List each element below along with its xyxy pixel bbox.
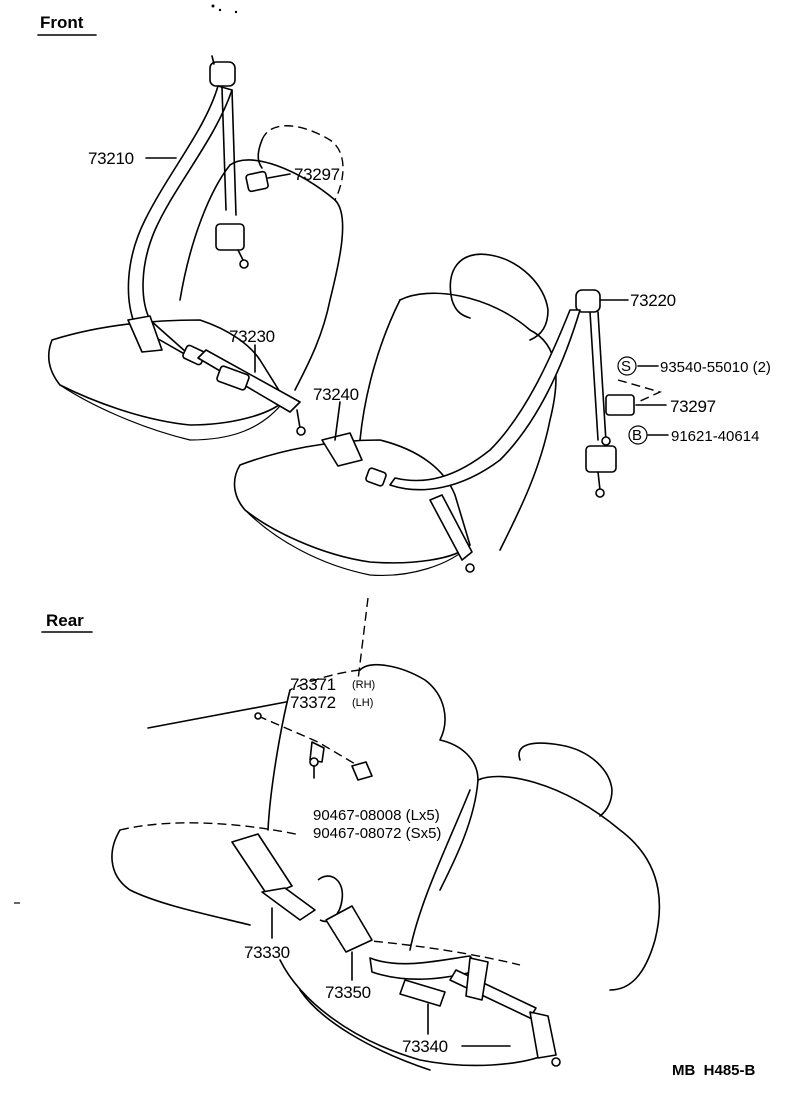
marker-s: S — [621, 358, 631, 375]
front-right-lap-belt — [429, 494, 473, 561]
front-left-retractor — [215, 223, 245, 251]
label-73330: 73330 — [244, 943, 290, 962]
marker-s-circle — [617, 356, 637, 376]
rear-cushion-front — [279, 959, 546, 1067]
rear-belt-assembly — [231, 833, 561, 1067]
front-right-retractor — [585, 445, 617, 473]
marker-b-circle — [628, 425, 648, 445]
label-73297-right: 73297 — [670, 397, 716, 416]
label-90467-08008: 90467-08008 (Lx5) — [313, 807, 440, 824]
speck — [211, 4, 215, 8]
rear-clip — [351, 761, 373, 781]
front-right-cover-73297 — [605, 394, 635, 416]
label-73297-left: 73297 — [294, 165, 340, 184]
speck — [218, 8, 222, 12]
rear-right-seatback — [477, 775, 661, 991]
front-right-belt-assembly — [321, 289, 635, 573]
front-left-belt-webbing — [127, 85, 233, 361]
label-73371-side: (RH) — [352, 679, 375, 691]
label-90467-08072: 90467-08072 (Sx5) — [313, 825, 441, 842]
rear-seat — [111, 664, 661, 1071]
label-73372: 73372 — [290, 693, 336, 712]
front-section-title: Front — [40, 13, 84, 32]
front-left-buckle — [127, 315, 163, 353]
rear-section-title: Rear — [46, 611, 84, 630]
rear-center-buckle-73350 — [325, 905, 373, 953]
front-right-seat — [233, 253, 557, 577]
marker-b: B — [632, 427, 642, 444]
rear-right-buckle-73340 — [399, 979, 446, 1007]
front-left-headrest — [261, 125, 344, 201]
label-91621-40614: 91621-40614 — [671, 428, 759, 445]
front-right-buckle-73240 — [321, 432, 363, 467]
front-left-belt-assembly — [127, 55, 306, 436]
front-right-anchor-top — [575, 289, 601, 313]
rear-left-seatback — [359, 664, 479, 891]
label-73240: 73240 — [313, 385, 359, 404]
front-section: Front — [37, 13, 771, 577]
label-73371: 73371 — [290, 675, 336, 694]
rear-left-buckle-73330 — [231, 833, 293, 897]
front-right-dash-connector — [617, 379, 663, 403]
front-left-buckle-73230 — [216, 365, 250, 391]
rear-retractor-cover — [309, 741, 325, 763]
rear-right-anchor — [529, 1011, 557, 1059]
front-right-seatback — [399, 292, 557, 551]
front-left-lap-belt — [197, 349, 301, 413]
rear-section: Rear — [41, 597, 756, 1079]
front-left-cover-73297 — [245, 170, 269, 193]
figure-code: MB H485-B — [672, 1062, 756, 1079]
label-73220: 73220 — [630, 291, 676, 310]
speck — [234, 10, 238, 14]
label-73230: 73230 — [229, 327, 275, 346]
rear-right-headrest — [518, 742, 613, 817]
label-73372-side: (LH) — [352, 697, 373, 709]
front-left-seatback — [229, 159, 344, 391]
front-right-shoulder-belt — [389, 309, 581, 491]
label-93540-55010: 93540-55010 (2) — [660, 359, 771, 376]
label-73350: 73350 — [325, 983, 371, 1002]
rear-left-cushion — [111, 829, 251, 926]
front-right-headrest — [449, 253, 549, 341]
front-left-seat — [47, 125, 344, 441]
label-73340: 73340 — [402, 1037, 448, 1056]
front-left-anchor-top — [209, 61, 236, 87]
label-73210: 73210 — [88, 149, 134, 168]
